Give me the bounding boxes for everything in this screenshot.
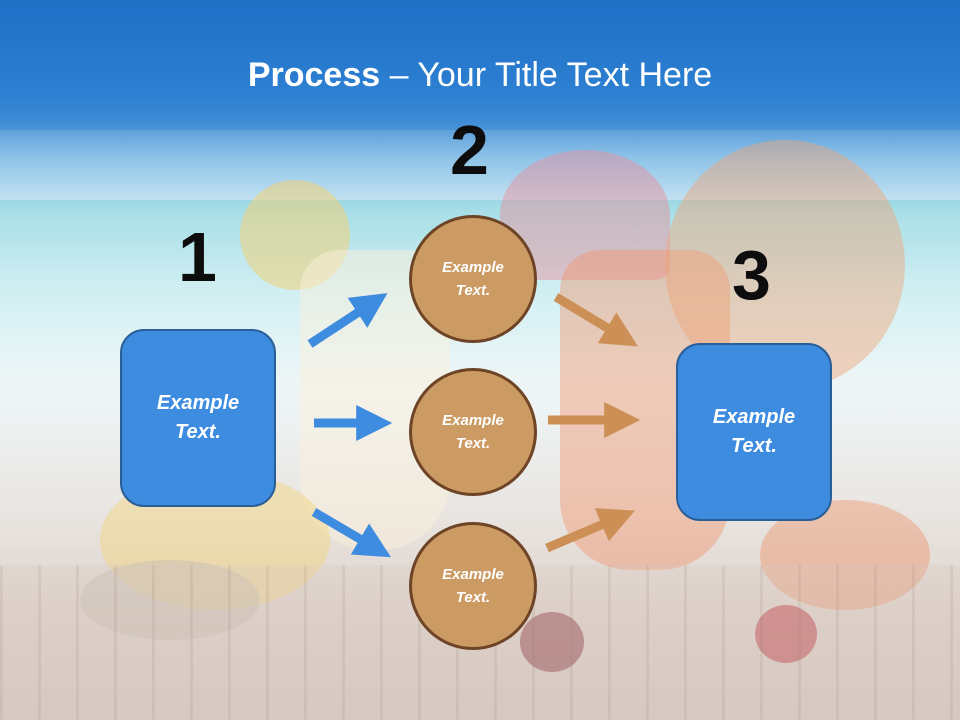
arrow-bottom-to-3 (545, 508, 635, 553)
step-1-number: 1 (178, 218, 217, 296)
step-2-circle-middle[interactable]: Example Text. (409, 368, 537, 496)
step-2-number: 2 (450, 111, 489, 189)
slide-title-rest: – Your Title Text Here (380, 56, 713, 94)
circle-top-text: Example Text. (442, 259, 504, 299)
step-1-box[interactable]: Example Text. (120, 329, 276, 507)
step-1-text: Example Text. (156, 392, 240, 443)
circle-middle-text: Example Text. (442, 412, 504, 452)
step-3-text: Example Text. (712, 406, 796, 457)
arrow-top-to-3 (553, 293, 638, 347)
cherry-left-shape (520, 612, 584, 672)
step-3-number: 3 (732, 236, 771, 314)
step-3-box[interactable]: Example Text. (676, 343, 832, 521)
step-2-circle-top[interactable]: Example Text. (409, 215, 537, 343)
cherry-right-shape (755, 605, 817, 663)
circle-bottom-text: Example Text. (442, 566, 504, 606)
step-2-circle-bottom[interactable]: Example Text. (409, 522, 537, 650)
slide-title: Process – Your Title Text Here (0, 50, 960, 100)
title-bar (0, 0, 960, 130)
slide-title-bold: Process (247, 56, 381, 94)
coconut-shape (80, 560, 260, 640)
arrow-1-to-bottom (311, 508, 391, 558)
arrow-1-to-top (307, 293, 388, 348)
